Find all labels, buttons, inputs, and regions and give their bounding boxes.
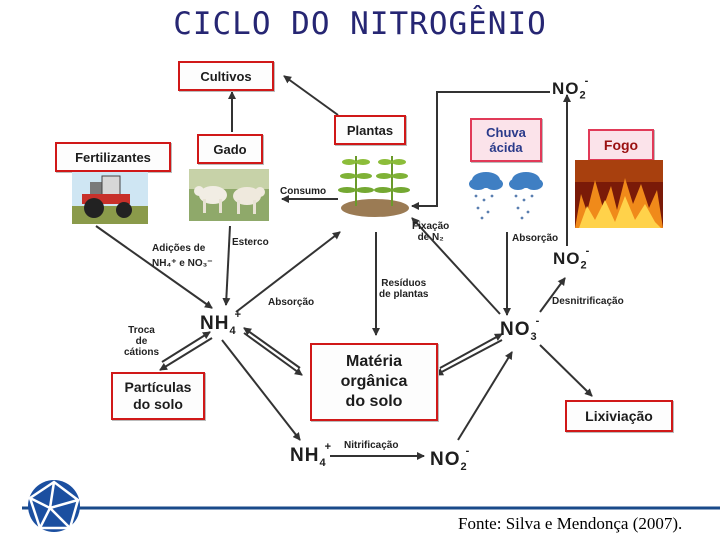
arrow-plantas-to-cultivos (283, 75, 339, 116)
lixiviacao-box: Lixiviação (565, 400, 673, 432)
lixiviacao-label: Lixiviação (585, 408, 653, 424)
residuos-label: Resíduos de plantas (379, 278, 429, 300)
arrow-nh4-to-nh4-bottom (221, 339, 301, 441)
materia-organica-box: Matéria orgânica do solo (310, 343, 438, 421)
cultivos-label: Cultivos (200, 68, 252, 84)
tractor-icon (72, 172, 148, 224)
no3-center: NO3- (500, 315, 541, 343)
gado-label: Gado (213, 141, 247, 157)
absorcao-left-label: Absorção (268, 297, 315, 308)
nitrificacao-label: Nitrificação (344, 440, 399, 451)
chuva-acida-box: Chuva ácida (470, 118, 542, 162)
arrow-no3-to-no2 (539, 277, 566, 313)
arrow-nh4-to-materia (243, 332, 303, 376)
particulas-label-line2: do solo (133, 396, 183, 412)
fire-icon (575, 160, 663, 228)
fertilizantes-box: Fertilizantes (55, 142, 171, 172)
arrow-fertilizantes-to-nh4 (95, 225, 213, 309)
fogo-label: Fogo (603, 137, 639, 153)
desnitrificacao-label: Desnitrificação (552, 296, 624, 307)
arrow-no2-to-no3-bottom (457, 351, 513, 441)
arrow-materia-to-no3 (439, 333, 503, 369)
plantas-box: Plantas (334, 115, 406, 145)
rain-cloud-icon (466, 166, 546, 224)
plants-icon (338, 148, 412, 218)
arrow-nh4-to-particulas (159, 337, 213, 371)
gado-box: Gado (197, 134, 263, 164)
fixacao-label: Fixação de N₂ (412, 221, 450, 243)
plantas-label: Plantas (346, 122, 394, 138)
globe-logo-icon (20, 478, 86, 536)
arrow-materia-to-nh4 (243, 327, 301, 369)
materia-label-line2: orgânica (340, 373, 408, 390)
nh4-bottom: NH4+ (290, 441, 333, 469)
no2-top: NO2- (552, 75, 590, 102)
fogo-box: Fogo (588, 129, 654, 161)
esterco-label: Esterco (232, 237, 269, 248)
absorcao-right-label: Absorção (512, 233, 559, 244)
nh4-left: NH4+ (200, 309, 243, 337)
chuva-label-line2: ácida (489, 140, 523, 155)
arrow-no3-to-plantas (411, 217, 501, 315)
source-footer: Fonte: Silva e Mendonça (2007). (458, 514, 683, 533)
arrow-particulas-to-nh4 (161, 331, 211, 363)
cattle-icon (189, 169, 269, 221)
troca-cations-label: Troca de cátions (124, 325, 160, 358)
arrow-no3-to-materia (435, 339, 503, 376)
consumo-label: Consumo (280, 186, 327, 197)
materia-label-line3: do solo (345, 393, 403, 410)
arrow-no3-to-lixiviacao (539, 344, 593, 397)
chuva-label-line1: Chuva (486, 125, 526, 140)
page-title: CICLO DO NITROGÊNIO (173, 6, 547, 42)
arrow-fixacao-n2 (411, 91, 550, 210)
cultivos-box: Cultivos (178, 61, 274, 91)
arrow-nh4-absorcao (235, 231, 341, 313)
materia-label-line1: Matéria (345, 353, 403, 370)
particulas-solo-box: Partículas do solo (111, 372, 205, 420)
fertilizantes-label: Fertilizantes (75, 149, 151, 165)
particulas-label-line1: Partículas (124, 379, 192, 395)
arrow-esterco-to-nh4 (222, 225, 231, 306)
adicoes-label: Adições de NH₄⁺ e NO₃⁻ (152, 243, 213, 269)
no2-bottom: NO2- (430, 445, 471, 473)
no2-mid: NO2- (553, 245, 591, 272)
footer-line (22, 506, 720, 510)
